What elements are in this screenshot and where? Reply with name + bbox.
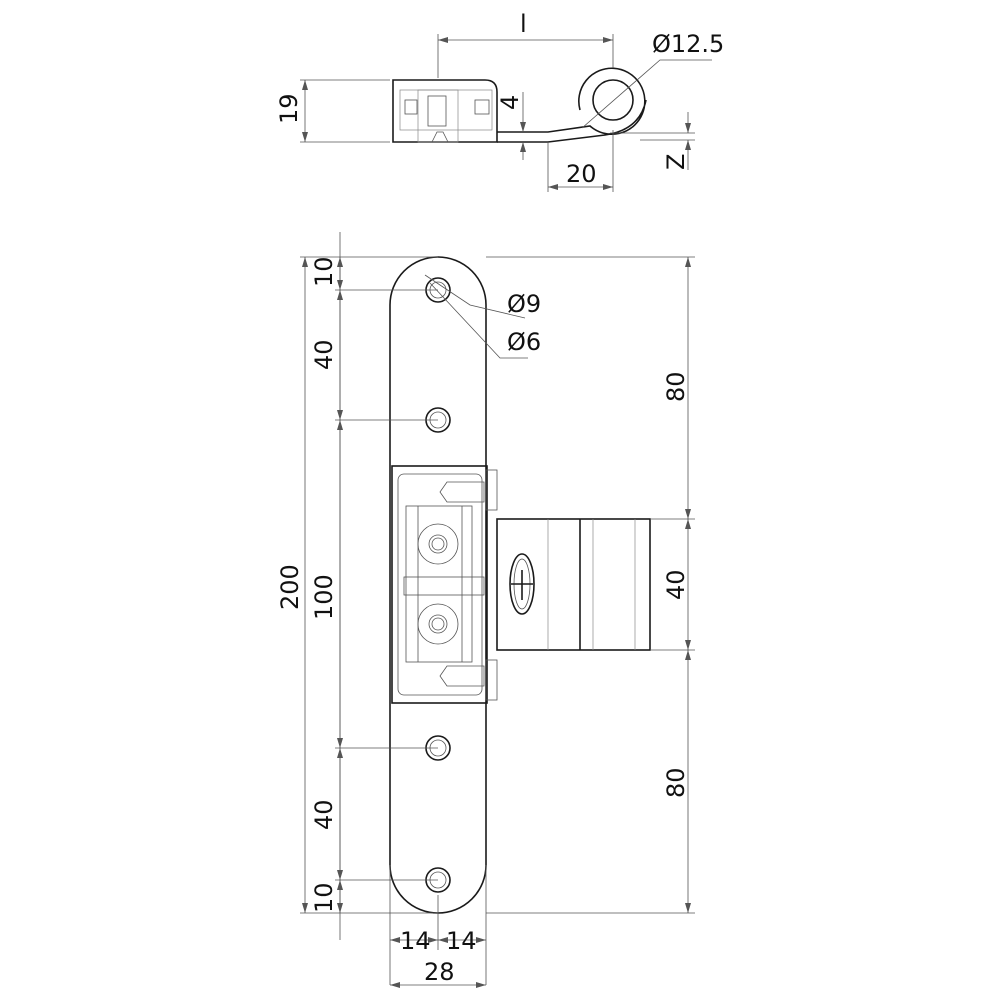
ring-hole — [592, 79, 634, 121]
dim-upper-label: 80 — [662, 371, 690, 402]
dim-height-label: 19 — [275, 93, 303, 124]
dim-ring-diameter-label: Ø12.5 — [652, 30, 724, 58]
hinge-body — [391, 465, 488, 704]
dim-thickness-label: 4 — [496, 95, 524, 110]
mounting-holes — [425, 277, 451, 893]
dim-total-height-label: 200 — [276, 564, 304, 610]
dim-body-label: 100 — [310, 574, 338, 620]
dim-half-right-label: 14 — [446, 927, 477, 955]
dim-end-top-label: 10 — [310, 256, 338, 287]
dim-lower-label: 80 — [662, 767, 690, 798]
dim-hole-spacing-bottom-label: 40 — [310, 799, 338, 830]
dim-end-bottom-label: 10 — [310, 882, 338, 913]
dim-width-label: 28 — [424, 958, 455, 986]
front-view: Ø9 Ø6 200 10 40 100 40 10 — [276, 232, 695, 988]
dim-half-left-label: 14 — [400, 927, 431, 955]
top-view: l Ø12.5 19 4 20 Z — [275, 10, 724, 192]
hinge-plate-ring — [497, 67, 647, 143]
hinge-body-top — [392, 79, 498, 143]
dim-cylinder-label: 40 — [662, 569, 690, 600]
dim-length-label: l — [520, 10, 527, 38]
dim-z-label: Z — [662, 154, 690, 170]
hinge-cylinder — [496, 518, 651, 651]
dim-hole-inner-label: Ø6 — [507, 328, 541, 356]
dim-hole-spacing-top-label: 40 — [310, 339, 338, 370]
brand-logo-icon — [509, 553, 535, 615]
dim-offset-label: 20 — [566, 160, 597, 188]
dim-hole-outer-label: Ø9 — [507, 290, 541, 318]
